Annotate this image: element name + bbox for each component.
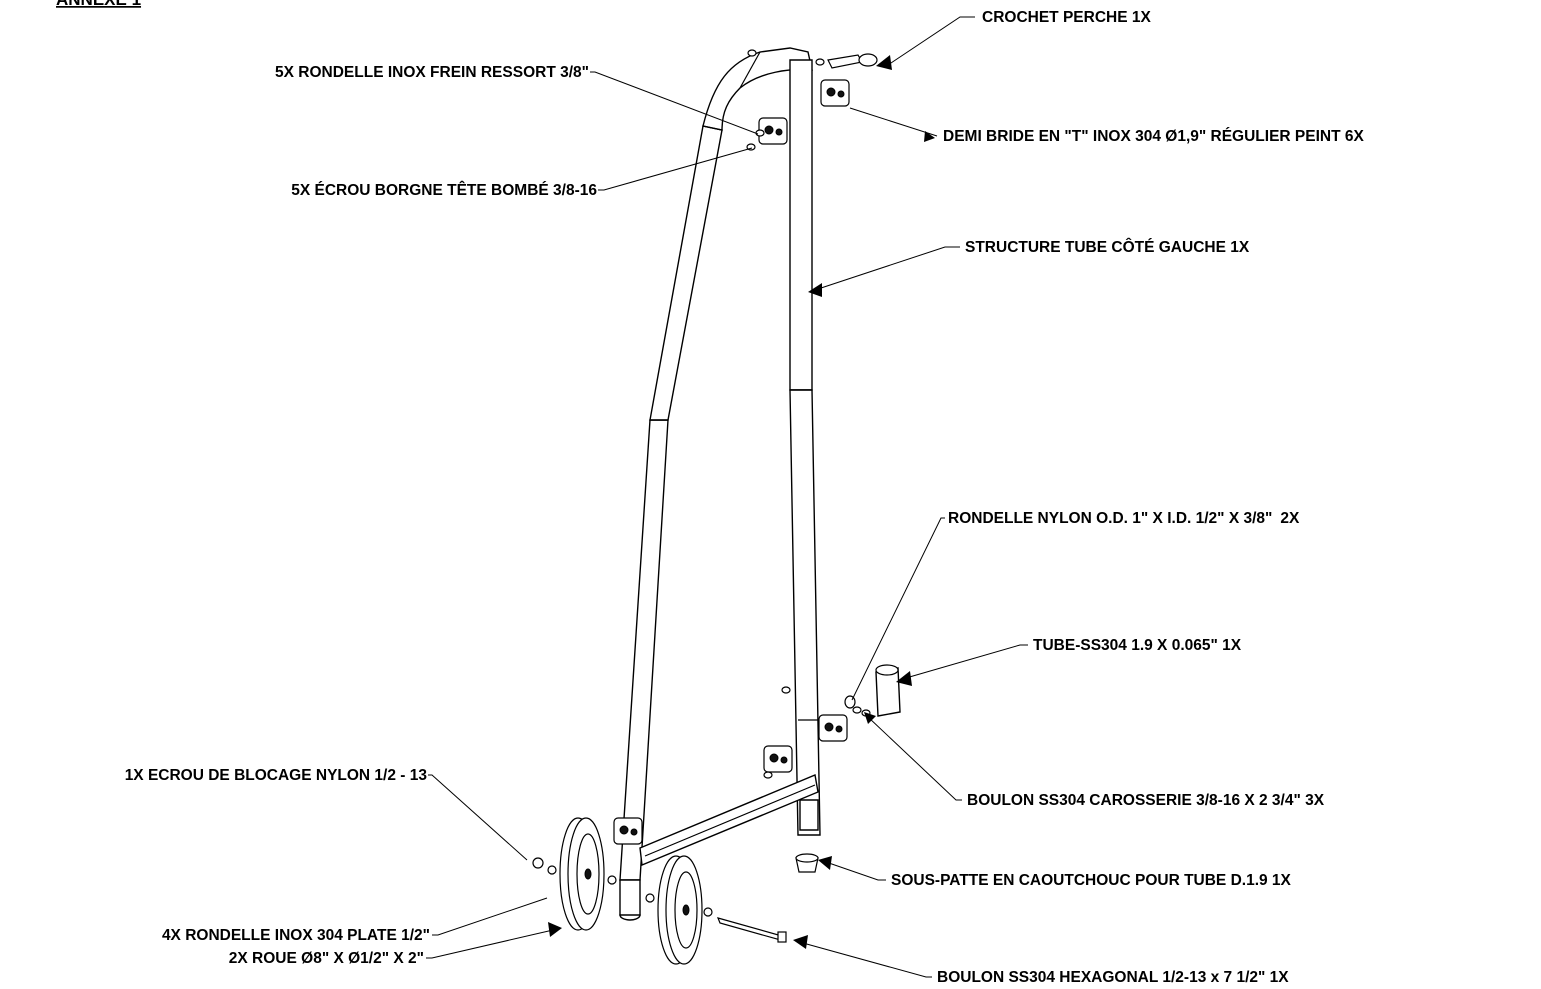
label-boulon-carosserie: BOULON SS304 CAROSSERIE 3/8-16 X 2 3/4" … xyxy=(967,792,1325,809)
label-crochet-perche: CROCHET PERCHE 1X xyxy=(982,9,1151,26)
axle-hardware xyxy=(532,857,787,943)
label-rondelle-frein: 5X RONDELLE INOX FREIN RESSORT 3/8" xyxy=(275,64,589,81)
left-tube-structure xyxy=(619,47,821,921)
label-tube-ss304: TUBE-SS304 1.9 X 0.065" 1X xyxy=(1033,637,1242,654)
label-rondelle-nylon: RONDELLE NYLON O.D. 1" X I.D. 1/2" X 3/8… xyxy=(948,510,1300,527)
lower-hardware xyxy=(763,664,901,873)
callout-labels: CROCHET PERCHE 1X 5X RONDELLE INOX FREIN… xyxy=(125,9,1365,986)
label-ecrou-blocage: 1X ECROU DE BLOCAGE NYLON 1/2 - 13 xyxy=(125,767,428,784)
wheel-right xyxy=(657,855,703,965)
label-structure-tube: STRUCTURE TUBE CÔTÉ GAUCHE 1X xyxy=(965,238,1250,256)
label-sous-patte: SOUS-PATTE EN CAOUTCHOUC POUR TUBE D.1.9… xyxy=(891,872,1292,889)
top-hardware xyxy=(746,49,878,151)
t-clamp-parts xyxy=(613,79,850,845)
leader-lines xyxy=(426,16,1028,978)
annex-title: ANNEXE 1 xyxy=(56,0,141,9)
label-demi-bride: DEMI BRIDE EN "T" INOX 304 Ø1,9" RÉGULIE… xyxy=(943,128,1364,145)
label-rondelle-plate: 4X RONDELLE INOX 304 PLATE 1/2" xyxy=(162,927,430,944)
label-boulon-hexagonal: BOULON SS304 HEXAGONAL 1/2-13 x 7 1/2" 1… xyxy=(937,969,1289,986)
label-roue: 2X ROUE Ø8" X Ø1/2" X 2" xyxy=(229,950,424,967)
wheel-left xyxy=(559,817,605,931)
label-ecrou-borgne: 5X ÉCROU BORGNE TÊTE BOMBÉ 3/8-16 xyxy=(291,181,597,199)
